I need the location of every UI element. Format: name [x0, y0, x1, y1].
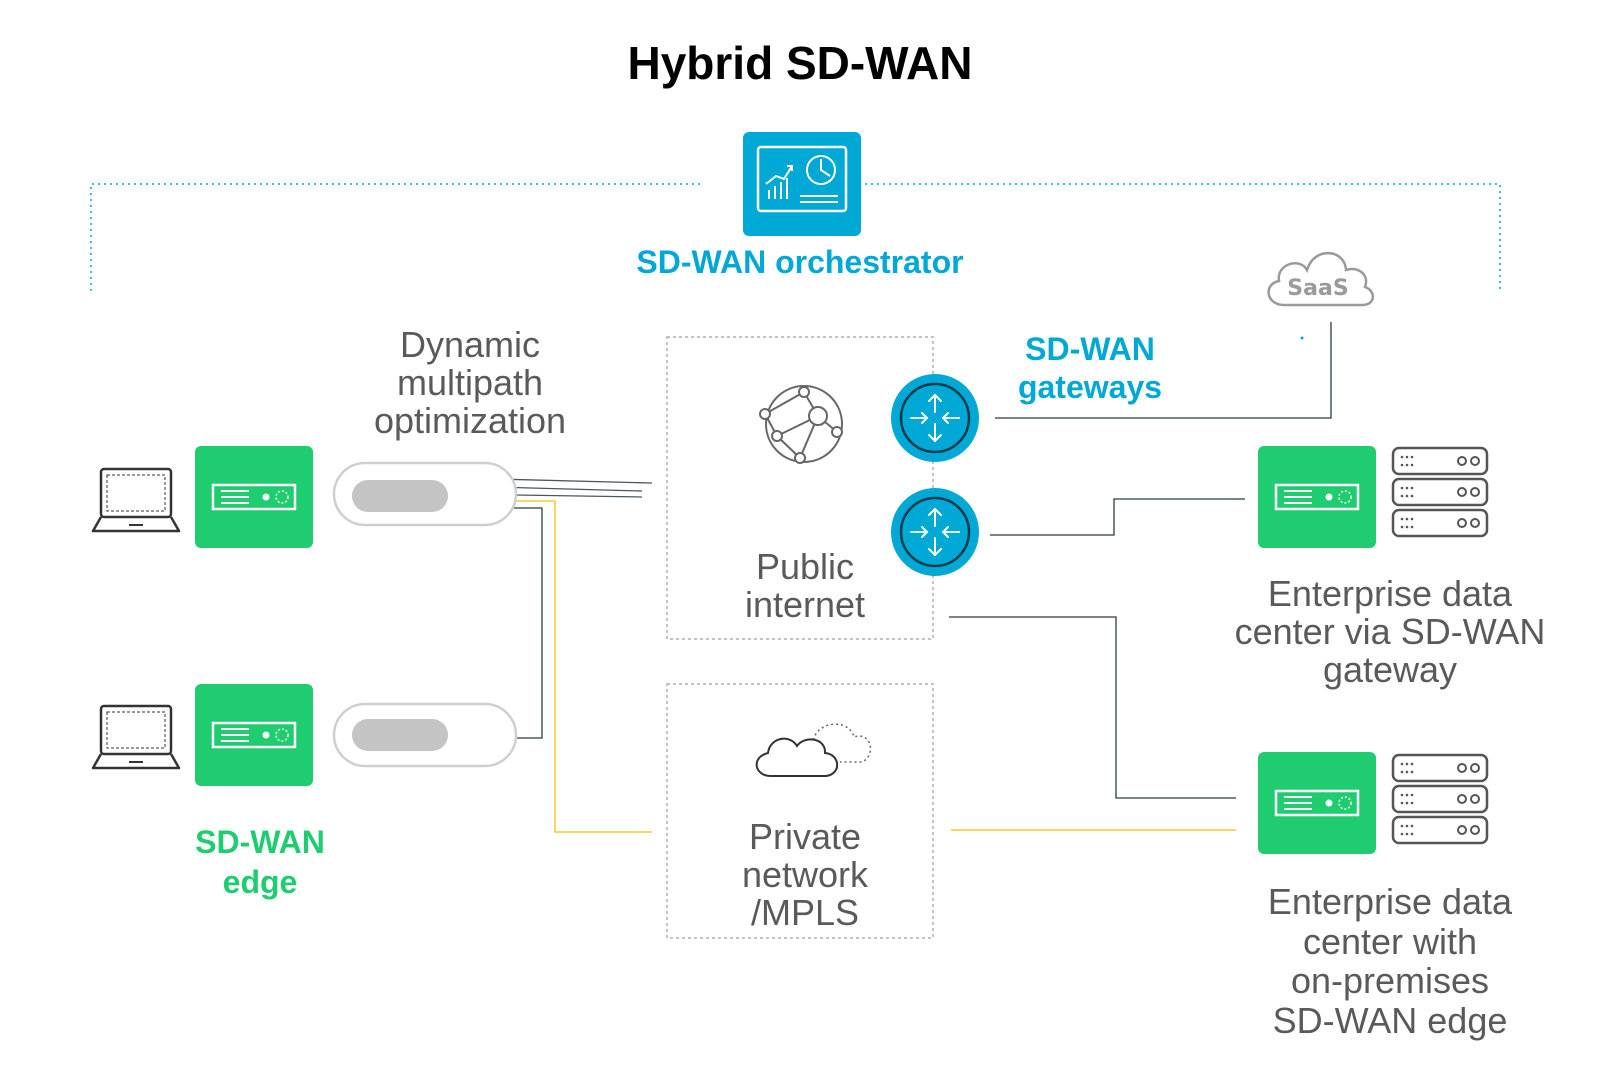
- optimization-label-line2: multipath: [396, 361, 544, 403]
- server-rack-icon: [1391, 753, 1489, 845]
- datacenter-onprem-line2: center with: [1302, 920, 1478, 962]
- laptop-icon: [91, 704, 181, 770]
- gateways-label-line1: SD-WAN: [1025, 331, 1155, 367]
- private-network-box: [666, 683, 934, 939]
- edge-appliance-icon: [193, 682, 315, 788]
- saas-label: SaaS: [1287, 276, 1348, 301]
- edge-appliance-icon: [193, 444, 315, 550]
- datacenter-gateway-line1: Enterprise data: [1267, 573, 1513, 614]
- datacenter-appliance-icon: [1256, 750, 1378, 856]
- optimization-pill-top: [332, 461, 518, 527]
- laptop-icon: [91, 467, 181, 533]
- public-internet-box: [666, 336, 934, 640]
- datacenter-gateway-line2: center via SD-WAN: [1234, 610, 1546, 652]
- dashboard-icon: [743, 132, 861, 236]
- edge-label-line2: edge: [222, 864, 298, 900]
- datacenter-appliance-icon: [1256, 444, 1378, 550]
- optimization-label-line1: Dynamic: [399, 324, 541, 365]
- datacenter-onprem-label: Enterprise data center with on-premises …: [1190, 882, 1590, 1040]
- private-network-label: Private network /MPLS: [690, 818, 920, 931]
- private-cloud-icon: [755, 723, 872, 777]
- datacenter-onprem-line4: SD-WAN edge: [1272, 999, 1508, 1041]
- private-network-line2: network: [741, 853, 869, 895]
- datacenter-onprem-line1: Enterprise data: [1267, 881, 1513, 922]
- datacenter-gateway-label: Enterprise data center via SD-WAN gatewa…: [1190, 575, 1590, 688]
- public-internet-line1: Public: [755, 546, 855, 587]
- public-internet-line2: internet: [744, 583, 866, 625]
- optimization-label-line3: optimization: [373, 399, 567, 441]
- edge-label-line1: SD-WAN: [195, 824, 325, 860]
- page-title: Hybrid SD-WAN: [627, 37, 973, 89]
- datacenter-onprem-line3: on-premises: [1290, 960, 1490, 1002]
- datacenter-gateway-line3: gateway: [1322, 648, 1458, 690]
- optimization-pill-bottom: [332, 702, 518, 768]
- gateways-label-line2: gateways: [1017, 369, 1163, 406]
- optimization-label: Dynamic multipath optimization: [320, 326, 620, 439]
- saas-cloud-icon: SaaS: [1267, 251, 1375, 307]
- private-network-line3: /MPLS: [750, 891, 860, 933]
- edge-label: SD-WAN edge: [150, 822, 370, 902]
- gateways-label: SD-WAN gateways: [990, 330, 1190, 407]
- private-network-line1: Private: [748, 816, 862, 857]
- server-rack-icon: [1391, 446, 1489, 538]
- public-internet-label: Public internet: [690, 548, 920, 624]
- orchestrator-label: SD-WAN orchestrator: [636, 244, 964, 280]
- gateway-router-icon: [889, 372, 981, 464]
- network-globe-icon: [759, 385, 843, 464]
